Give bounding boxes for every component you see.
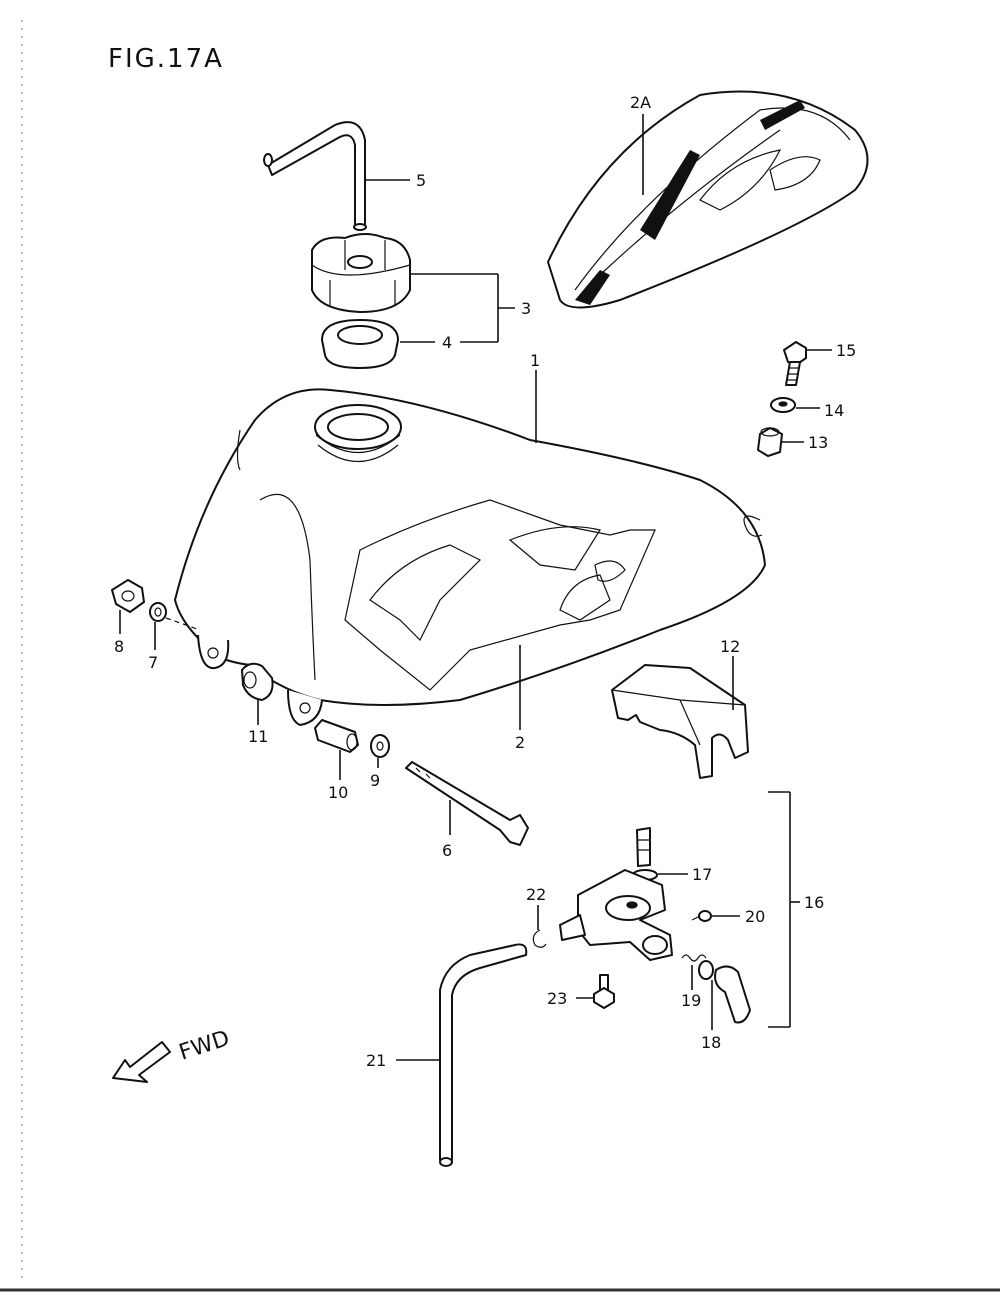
callout-19: 19 [681,991,701,1010]
callout-2: 2 [515,733,525,752]
callout-23: 23 [547,989,567,1008]
callout-7: 7 [148,653,158,672]
callout-14: 14 [824,401,844,420]
tank-decal-top [547,90,869,309]
cock-screw [691,910,712,922]
callout-17: 17 [692,865,712,884]
grommet [241,662,274,701]
washer-small [149,602,201,631]
mounting-bolt [405,761,529,846]
callout-3: 3 [521,299,531,318]
callout-18: 18 [701,1033,721,1052]
lever-spring [681,954,707,962]
callout-16: 16 [804,893,824,912]
callout-1: 1 [530,351,540,370]
fuel-cap [311,233,411,313]
forward-direction-indicator: FWD [112,1026,233,1083]
nut [111,579,145,613]
fwd-label: FWD [176,1026,233,1066]
callout-10: 10 [328,783,348,802]
callout-6: 6 [442,841,452,860]
callout-labels: 1 2 2A 3 4 5 6 7 8 9 10 11 12 13 14 15 1… [114,93,856,1070]
cock-mount-bolt [593,974,615,1009]
figure-title: FIG.17A [108,44,224,74]
fuel-tank [174,388,766,726]
callout-4: 4 [442,333,452,352]
callout-22: 22 [526,885,546,904]
fuel-hose [439,943,528,1167]
callout-21: 21 [366,1051,386,1070]
leader-lines [119,114,832,1061]
upper-bolt [783,341,807,386]
callout-5: 5 [416,171,426,190]
washer-bolt [370,734,390,758]
breather-hose [263,121,367,231]
callout-9: 9 [370,771,380,790]
cap-gasket [321,319,399,369]
callout-20: 20 [745,907,765,926]
upper-collar [757,427,783,457]
hose-clip [532,929,547,948]
fuel-cock-assembly [559,827,673,961]
fuel-cock-lever [698,960,751,1024]
callout-11: 11 [248,727,268,746]
collar [314,719,359,753]
callout-2a: 2A [630,93,651,112]
upper-washer [770,397,796,413]
callout-15: 15 [836,341,856,360]
callout-13: 13 [808,433,828,452]
callout-12: 12 [720,637,740,656]
callout-8: 8 [114,637,124,656]
tank-decal-side [344,499,656,691]
tank-cushion [611,664,749,779]
